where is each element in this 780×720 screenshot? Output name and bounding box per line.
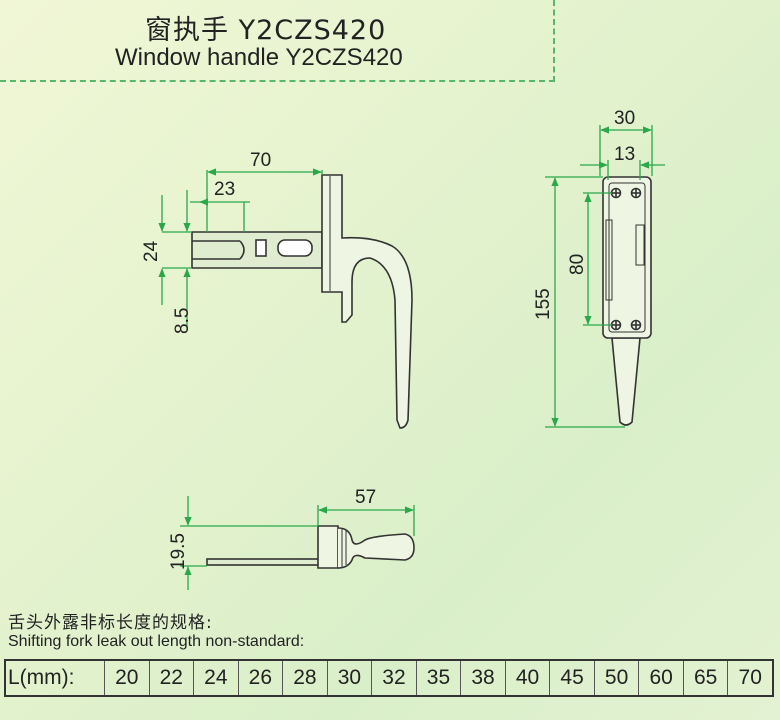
front-dimensions <box>158 168 323 330</box>
title-box: 窗执手 Y2CZS420 Window handle Y2CZS420 <box>0 0 555 82</box>
side-lever <box>611 337 641 426</box>
title-chinese: 窗执手 Y2CZS420 <box>145 15 387 46</box>
side-base-plate <box>602 176 652 339</box>
front-view <box>191 174 413 429</box>
side-dimensions <box>545 125 665 428</box>
bottom-dimensions <box>180 496 415 590</box>
dim-side-width: 30 <box>614 108 635 129</box>
spec-title-chinese: 舌头外露非标长度的规格: <box>8 613 213 633</box>
dim-bottom-length: 57 <box>355 487 376 508</box>
spec-value: 50 <box>593 661 639 695</box>
bottom-spindle <box>206 558 326 566</box>
dim-side-total-height: 155 <box>533 288 554 320</box>
dim-front-width: 70 <box>250 150 271 171</box>
spec-label: L(mm): <box>8 666 75 689</box>
dim-side-inner: 13 <box>614 144 635 165</box>
side-view <box>602 176 652 426</box>
spec-value: 32 <box>371 661 416 695</box>
spec-value: 60 <box>638 661 683 695</box>
spec-value: 26 <box>237 661 283 695</box>
spec-value: 35 <box>415 661 461 695</box>
spec-value: 65 <box>682 661 728 695</box>
title-english: Window handle Y2CZS420 <box>115 44 403 71</box>
technical-drawing: 70 23 24 8.5 30 13 80 155 <box>141 108 665 590</box>
dim-front-spindle: 8.5 <box>172 308 193 334</box>
spec-value: 28 <box>282 661 327 695</box>
bottom-base <box>317 525 339 569</box>
spec-value: 30 <box>326 661 372 695</box>
spec-value: 40 <box>504 661 550 695</box>
front-slot-long <box>277 239 313 257</box>
front-slot-small <box>255 239 267 257</box>
front-base-plate <box>321 174 413 429</box>
bottom-view <box>206 525 415 569</box>
spec-value: 70 <box>727 661 772 695</box>
spec-value: 20 <box>104 661 149 695</box>
spec-table: L(mm): 20 22 24 26 28 30 32 35 38 40 45 … <box>4 659 774 697</box>
dim-bottom-height: 19.5 <box>168 533 189 570</box>
spec-title-english: Shifting fork leak out length non-standa… <box>8 633 305 650</box>
dim-side-hole-spacing: 80 <box>567 254 588 275</box>
spec-value: 24 <box>193 661 238 695</box>
spec-value: 45 <box>549 661 594 695</box>
spec-value: 38 <box>460 661 505 695</box>
dim-front-height: 24 <box>141 240 162 262</box>
spec-value: 22 <box>148 661 194 695</box>
dim-front-offset: 23 <box>214 179 235 200</box>
